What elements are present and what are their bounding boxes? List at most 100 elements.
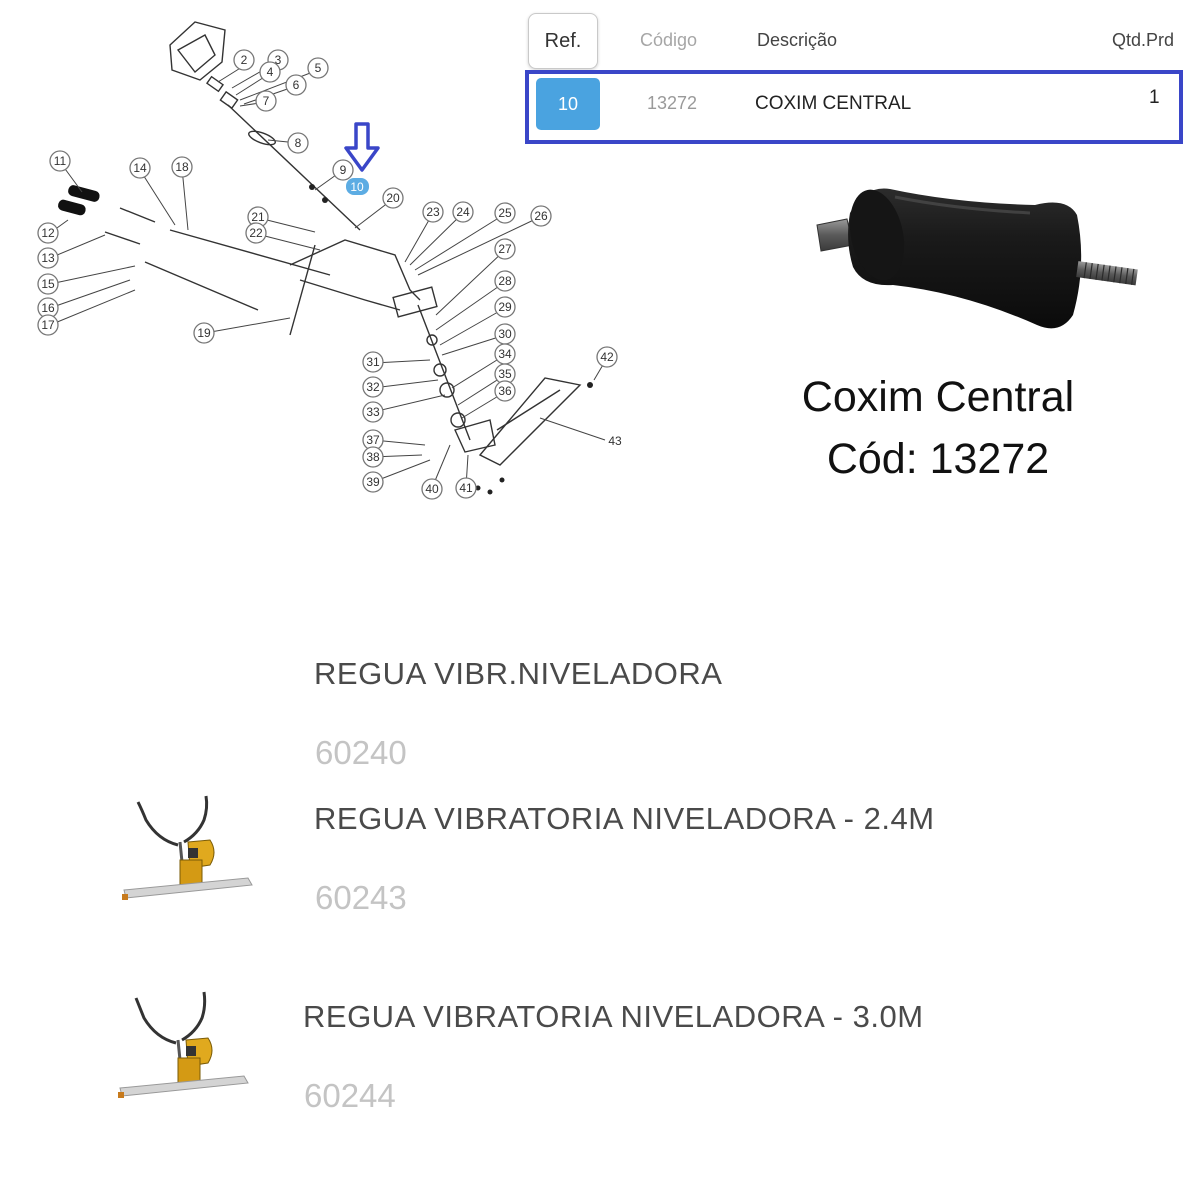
svg-text:26: 26 <box>534 209 548 223</box>
svg-text:30: 30 <box>498 327 512 341</box>
row-codigo: 13272 <box>647 93 698 113</box>
svg-text:21: 21 <box>251 210 265 224</box>
callout-31: 31 <box>362 351 384 373</box>
callout-5: 5 <box>307 57 329 79</box>
diagram-parts <box>58 21 593 495</box>
screed-machine-thumbnail[interactable] <box>116 988 256 1108</box>
svg-text:17: 17 <box>41 318 55 332</box>
callout-29: 29 <box>494 296 516 318</box>
svg-text:37: 37 <box>366 433 380 447</box>
product-name: Coxim Central <box>801 373 1075 421</box>
callout-28: 28 <box>494 270 516 292</box>
callout-20: 20 <box>382 187 404 209</box>
callout-35: 35 <box>494 363 516 385</box>
list-item-code: 60243 <box>315 879 407 916</box>
callout-21: 21 <box>247 206 269 228</box>
svg-text:39: 39 <box>366 475 380 489</box>
row-qtd: 1 <box>1149 87 1160 108</box>
callout-8: 8 <box>287 132 309 154</box>
product-code: Cód: 13272 <box>826 435 1050 483</box>
list-item-name[interactable]: REGUA VIBR.NIVELADORA <box>314 656 723 691</box>
callout-30: 30 <box>494 323 516 345</box>
svg-text:40: 40 <box>425 482 439 496</box>
svg-text:12: 12 <box>41 226 55 240</box>
svg-text:23: 23 <box>426 205 440 219</box>
svg-text:20: 20 <box>386 191 400 205</box>
callout-14: 14 <box>129 157 151 179</box>
callout-19: 19 <box>193 322 215 344</box>
callout-6: 6 <box>285 74 307 96</box>
svg-text:3: 3 <box>275 53 282 67</box>
rubber-mount-photo <box>816 188 1138 329</box>
callout-39: 39 <box>362 471 384 493</box>
ref-column-header[interactable]: Ref. <box>528 13 598 69</box>
callout-40: 40 <box>421 478 443 500</box>
svg-text:38: 38 <box>366 450 380 464</box>
callout-25: 25 <box>494 202 516 224</box>
qtd-column-header[interactable]: Qtd.Prd <box>1112 30 1175 50</box>
callout-15: 15 <box>37 273 59 295</box>
svg-text:25: 25 <box>498 206 512 220</box>
svg-text:32: 32 <box>366 380 380 394</box>
svg-text:9: 9 <box>340 163 347 177</box>
callout-24: 24 <box>452 201 474 223</box>
callout-33: 33 <box>362 401 384 423</box>
svg-text:16: 16 <box>41 301 55 315</box>
callout-13: 13 <box>37 247 59 269</box>
svg-text:19: 19 <box>197 326 211 340</box>
highlighted-ref-label: 10 <box>350 180 364 194</box>
svg-text:15: 15 <box>41 277 55 291</box>
list-item-name[interactable]: REGUA VIBRATORIA NIVELADORA - 2.4M <box>314 801 935 836</box>
svg-text:35: 35 <box>498 367 512 381</box>
svg-text:28: 28 <box>498 274 512 288</box>
screed-machine-thumbnail[interactable] <box>118 790 258 910</box>
callout-23: 23 <box>422 201 444 223</box>
list-item-name[interactable]: REGUA VIBRATORIA NIVELADORA - 3.0M <box>303 999 924 1034</box>
callout-32: 32 <box>362 376 384 398</box>
row-descricao: COXIM CENTRAL <box>755 93 912 114</box>
svg-text:43: 43 <box>608 434 622 448</box>
highlighted-ref-marker <box>346 178 369 195</box>
svg-text:8: 8 <box>295 136 302 150</box>
svg-text:2: 2 <box>241 53 248 67</box>
svg-text:7: 7 <box>263 94 270 108</box>
down-arrow-icon <box>344 122 380 172</box>
callout-41: 41 <box>455 477 477 499</box>
ref-badge[interactable]: 10 <box>536 78 600 130</box>
descricao-column-header[interactable]: Descrição <box>757 30 838 50</box>
codigo-column-header[interactable]: Código <box>640 30 698 50</box>
svg-text:31: 31 <box>366 355 380 369</box>
svg-text:14: 14 <box>133 161 147 175</box>
svg-text:34: 34 <box>498 347 512 361</box>
svg-text:36: 36 <box>498 384 512 398</box>
list-item-code: 60244 <box>304 1077 396 1114</box>
svg-text:29: 29 <box>498 300 512 314</box>
callout-18: 18 <box>171 156 193 178</box>
callout-2: 2 <box>233 49 255 71</box>
svg-text:42: 42 <box>600 350 614 364</box>
svg-text:13: 13 <box>41 251 55 265</box>
callout-11: 11 <box>49 150 71 172</box>
callout-4: 4 <box>259 61 281 83</box>
callout-9: 9 <box>332 159 354 181</box>
svg-text:11: 11 <box>54 154 67 168</box>
svg-text:6: 6 <box>293 78 300 92</box>
callout-16: 16 <box>37 297 59 319</box>
callout-7: 7 <box>255 90 277 112</box>
svg-text:24: 24 <box>456 205 470 219</box>
callout-42: 42 <box>596 346 618 368</box>
callout-43: 43 <box>608 434 622 448</box>
svg-text:4: 4 <box>267 65 274 79</box>
callout-38: 38 <box>362 446 384 468</box>
selected-table-row[interactable] <box>525 70 1183 144</box>
svg-text:27: 27 <box>498 242 512 256</box>
callout-26: 26 <box>530 205 552 227</box>
svg-text:41: 41 <box>459 481 473 495</box>
svg-text:33: 33 <box>366 405 380 419</box>
svg-text:22: 22 <box>249 226 263 240</box>
callout-17: 17 <box>37 314 59 336</box>
callout-22: 22 <box>245 222 267 244</box>
svg-text:18: 18 <box>175 160 189 174</box>
